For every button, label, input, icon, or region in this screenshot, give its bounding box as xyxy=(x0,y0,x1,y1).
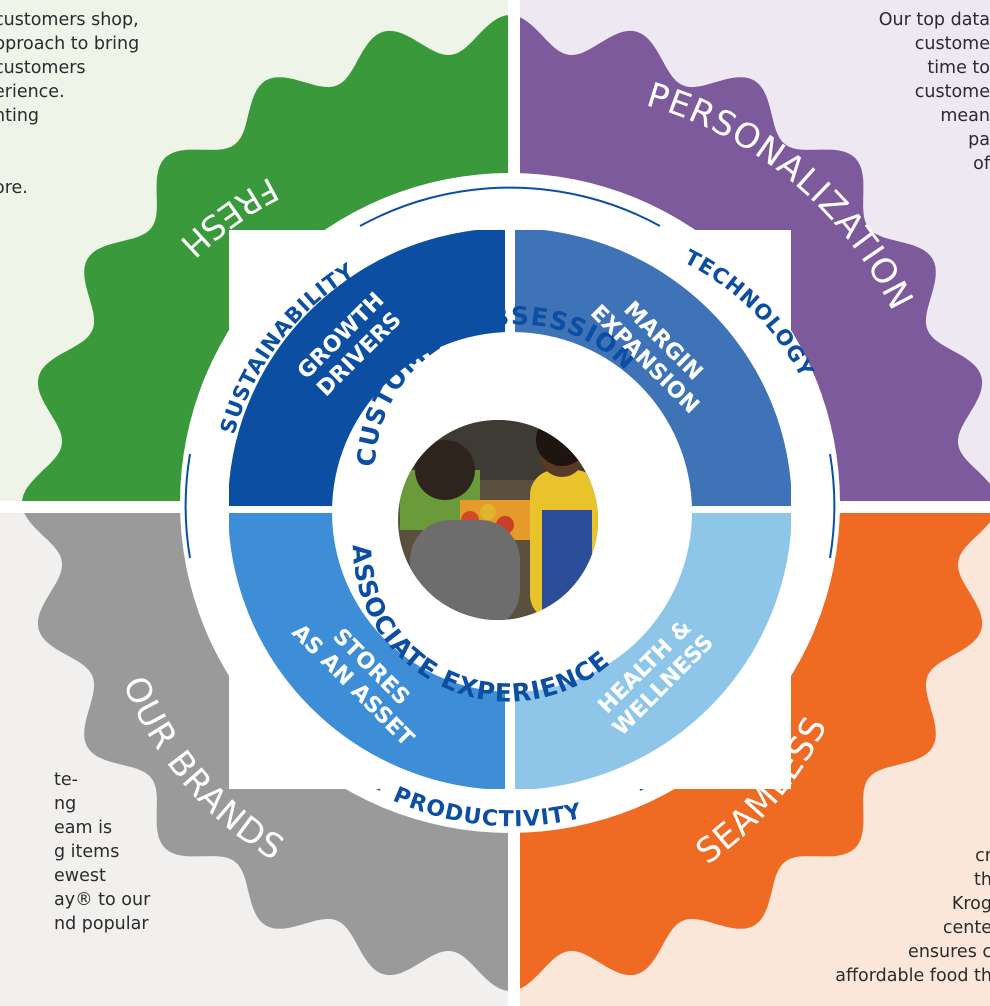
description-line: mean xyxy=(940,106,990,126)
description-line: of xyxy=(973,154,990,174)
description-line: Our top data xyxy=(878,10,990,30)
description-line: th xyxy=(974,870,990,890)
description-line: ensures c xyxy=(908,942,990,962)
ring-line-left xyxy=(184,453,191,559)
description-line: ewest xyxy=(54,866,106,886)
ring-line-top xyxy=(359,186,661,227)
description-line: cente xyxy=(942,918,990,938)
inner-circle-mask xyxy=(227,228,794,794)
description-line: customers shop, xyxy=(0,10,139,30)
inner-circle-outline xyxy=(222,220,798,796)
description-line xyxy=(0,152,139,176)
fresh-description: customers shop, pproach to bring customers… xyxy=(0,8,139,200)
description-line: te- xyxy=(54,770,78,790)
description-line: time to xyxy=(927,58,990,78)
description-line: nting xyxy=(0,106,40,126)
personalization-description: Our top data custome time to custome mean pa o… xyxy=(879,8,990,176)
description-line: affordable food th xyxy=(835,966,990,986)
ring-line-right xyxy=(829,453,836,559)
description-line: Krog xyxy=(951,894,990,914)
our-brands-description: te-ng eam is g items ewest ay® to our nd popu… xyxy=(54,768,150,936)
description-line: pa xyxy=(968,130,990,150)
description-line: ng xyxy=(54,794,77,814)
description-line: custome xyxy=(914,34,990,54)
description-line: , xyxy=(0,128,139,152)
description-line: nd popular xyxy=(54,914,149,934)
description-line: customers xyxy=(0,58,86,78)
description-line: ore. xyxy=(0,178,28,198)
description-line: custome xyxy=(914,82,990,102)
description-line: ay® to our xyxy=(54,890,151,910)
description-line: cr xyxy=(975,846,990,866)
description-line: pproach to bring xyxy=(0,34,140,54)
description-line: g items xyxy=(54,842,120,862)
description-line: erience. xyxy=(0,82,65,102)
description-line: eam is xyxy=(54,818,113,838)
